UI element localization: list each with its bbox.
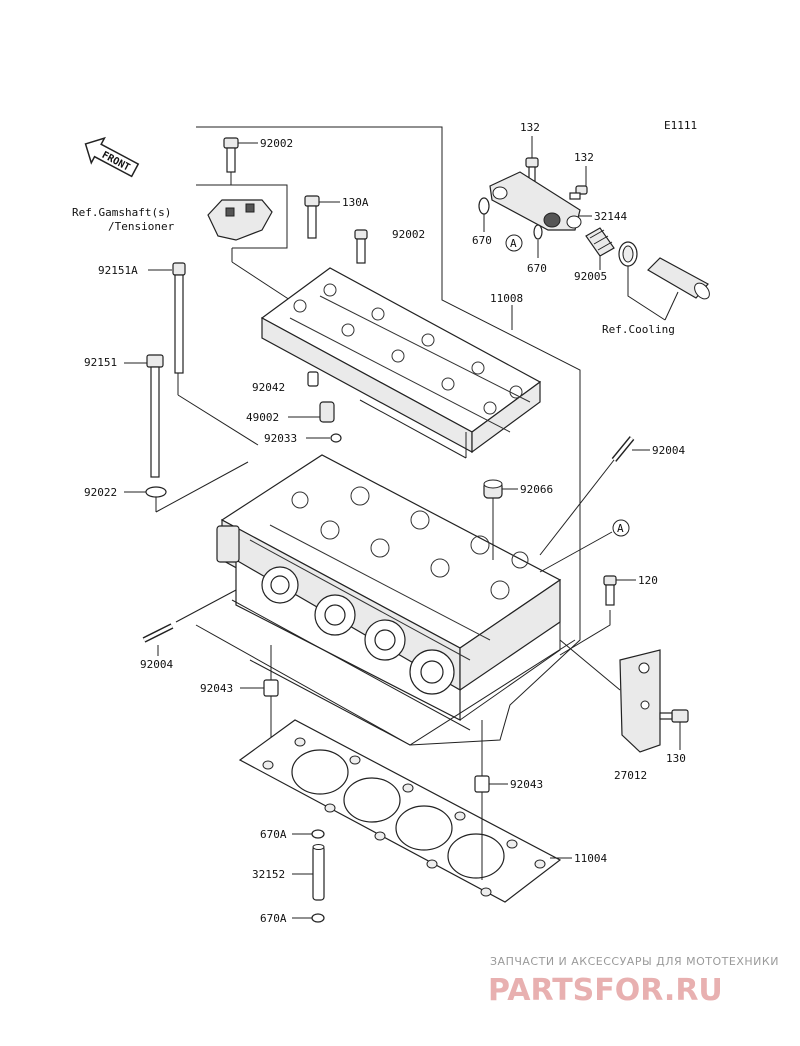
marker-a-right: A (612, 519, 630, 537)
label-120: 120 (638, 574, 658, 587)
bolt-120 (603, 575, 617, 606)
label-92043-right: 92043 (510, 778, 543, 791)
water-pipe-fitting (489, 171, 582, 231)
label-27012: 27012 (614, 769, 647, 782)
cylinder-head-part (216, 454, 562, 721)
label-132-a: 132 (520, 121, 540, 134)
bolt-130A (304, 195, 320, 239)
label-132-b: 132 (574, 151, 594, 164)
clip-92033 (330, 433, 342, 443)
label-92002-top: 92002 (260, 137, 293, 150)
pipe-32152 (312, 844, 325, 901)
dowel-92042 (307, 371, 319, 387)
label-11004: 11004 (574, 852, 607, 865)
label-130: 130 (666, 752, 686, 765)
frame-line-upper (196, 126, 581, 746)
coolant-hose (647, 257, 710, 300)
marker-a-leader (539, 531, 613, 573)
marker-a-right-text: A (617, 522, 624, 535)
camshaft-cap-part (207, 199, 273, 241)
bolt-132-b (569, 185, 588, 200)
label-92002-mid: 92002 (392, 228, 425, 241)
watermark-tagline: ЗАПЧАСТИ И АКСЕССУАРЫ ДЛЯ МОТОТЕХНИКИ (490, 955, 779, 968)
oring-670A-lower (311, 913, 325, 923)
washer-92022 (145, 486, 167, 498)
camshaft-holder-part (260, 267, 542, 454)
bolt-92002-mid (354, 229, 368, 264)
oring-670-b (533, 224, 543, 240)
stud-diag-leader (177, 394, 259, 446)
stud-92151A (172, 262, 186, 374)
plug-92066 (483, 479, 503, 499)
holder-leader-2 (359, 399, 467, 459)
label-92004-upper: 92004 (652, 444, 685, 457)
label-49002: 49002 (246, 411, 279, 424)
label-11008: 11008 (490, 292, 523, 305)
label-670A-lower: 670A (260, 912, 287, 925)
label-32144: 32144 (594, 210, 627, 223)
camshaft-ref-bracket (196, 184, 288, 249)
stud-92004-left (142, 623, 174, 643)
label-92004-left: 92004 (140, 658, 173, 671)
label-32152: 32152 (252, 868, 285, 881)
hose-clamp (618, 241, 638, 267)
stud-92004-upper (611, 436, 635, 462)
label-92066: 92066 (520, 483, 553, 496)
frame-line-lower (195, 624, 576, 746)
marker-a-top-text: A (510, 237, 517, 250)
head-gasket-part (238, 719, 562, 903)
label-92151: 92151 (84, 356, 117, 369)
dowel-92043-right (474, 775, 490, 793)
stud-left-leader (175, 589, 237, 623)
label-92005: 92005 (574, 270, 607, 283)
ref-cooling-label: Ref.Cooling (602, 323, 675, 336)
thermo-sensor-92005 (585, 227, 615, 257)
label-92042: 92042 (252, 381, 285, 394)
bracket-27012 (619, 649, 661, 753)
stud-92004-leader (539, 459, 615, 556)
oring-670-a (478, 197, 490, 215)
diagram-code: E1111 (664, 119, 697, 132)
label-670A-upper: 670A (260, 828, 287, 841)
label-670-a: 670 (472, 234, 492, 247)
cam-leader-diag (231, 261, 291, 301)
label-92151A: 92151A (98, 264, 138, 277)
bracket-leader (559, 639, 621, 691)
label-130A: 130A (342, 196, 369, 209)
cooling-ref-leader-2 (664, 291, 679, 321)
part-49002 (319, 401, 335, 423)
bolt-92151 (146, 354, 164, 478)
label-92033: 92033 (264, 432, 297, 445)
bolt-130 (659, 709, 689, 723)
ref-camshaft-line2: /Tensioner (108, 220, 175, 233)
label-92043-left: 92043 (200, 682, 233, 695)
oring-670A-upper (311, 829, 325, 839)
label-92022: 92022 (84, 486, 117, 499)
marker-a-top: A (505, 234, 523, 252)
cooling-ref-leader-1 (627, 266, 666, 321)
bolt-92002-top (223, 137, 239, 185)
label-670-b: 670 (527, 262, 547, 275)
frame-line-mid (231, 599, 471, 731)
ref-camshaft-line1: Ref.Gamshaft(s) (72, 206, 171, 219)
bolt-120-leader (559, 610, 611, 656)
front-arrow-icon: FRONT (84, 136, 140, 178)
dowel-92043-left (263, 679, 279, 697)
watermark-logo: PARTSFOR.RU (488, 973, 723, 1008)
washer-diag-leader (155, 461, 249, 513)
